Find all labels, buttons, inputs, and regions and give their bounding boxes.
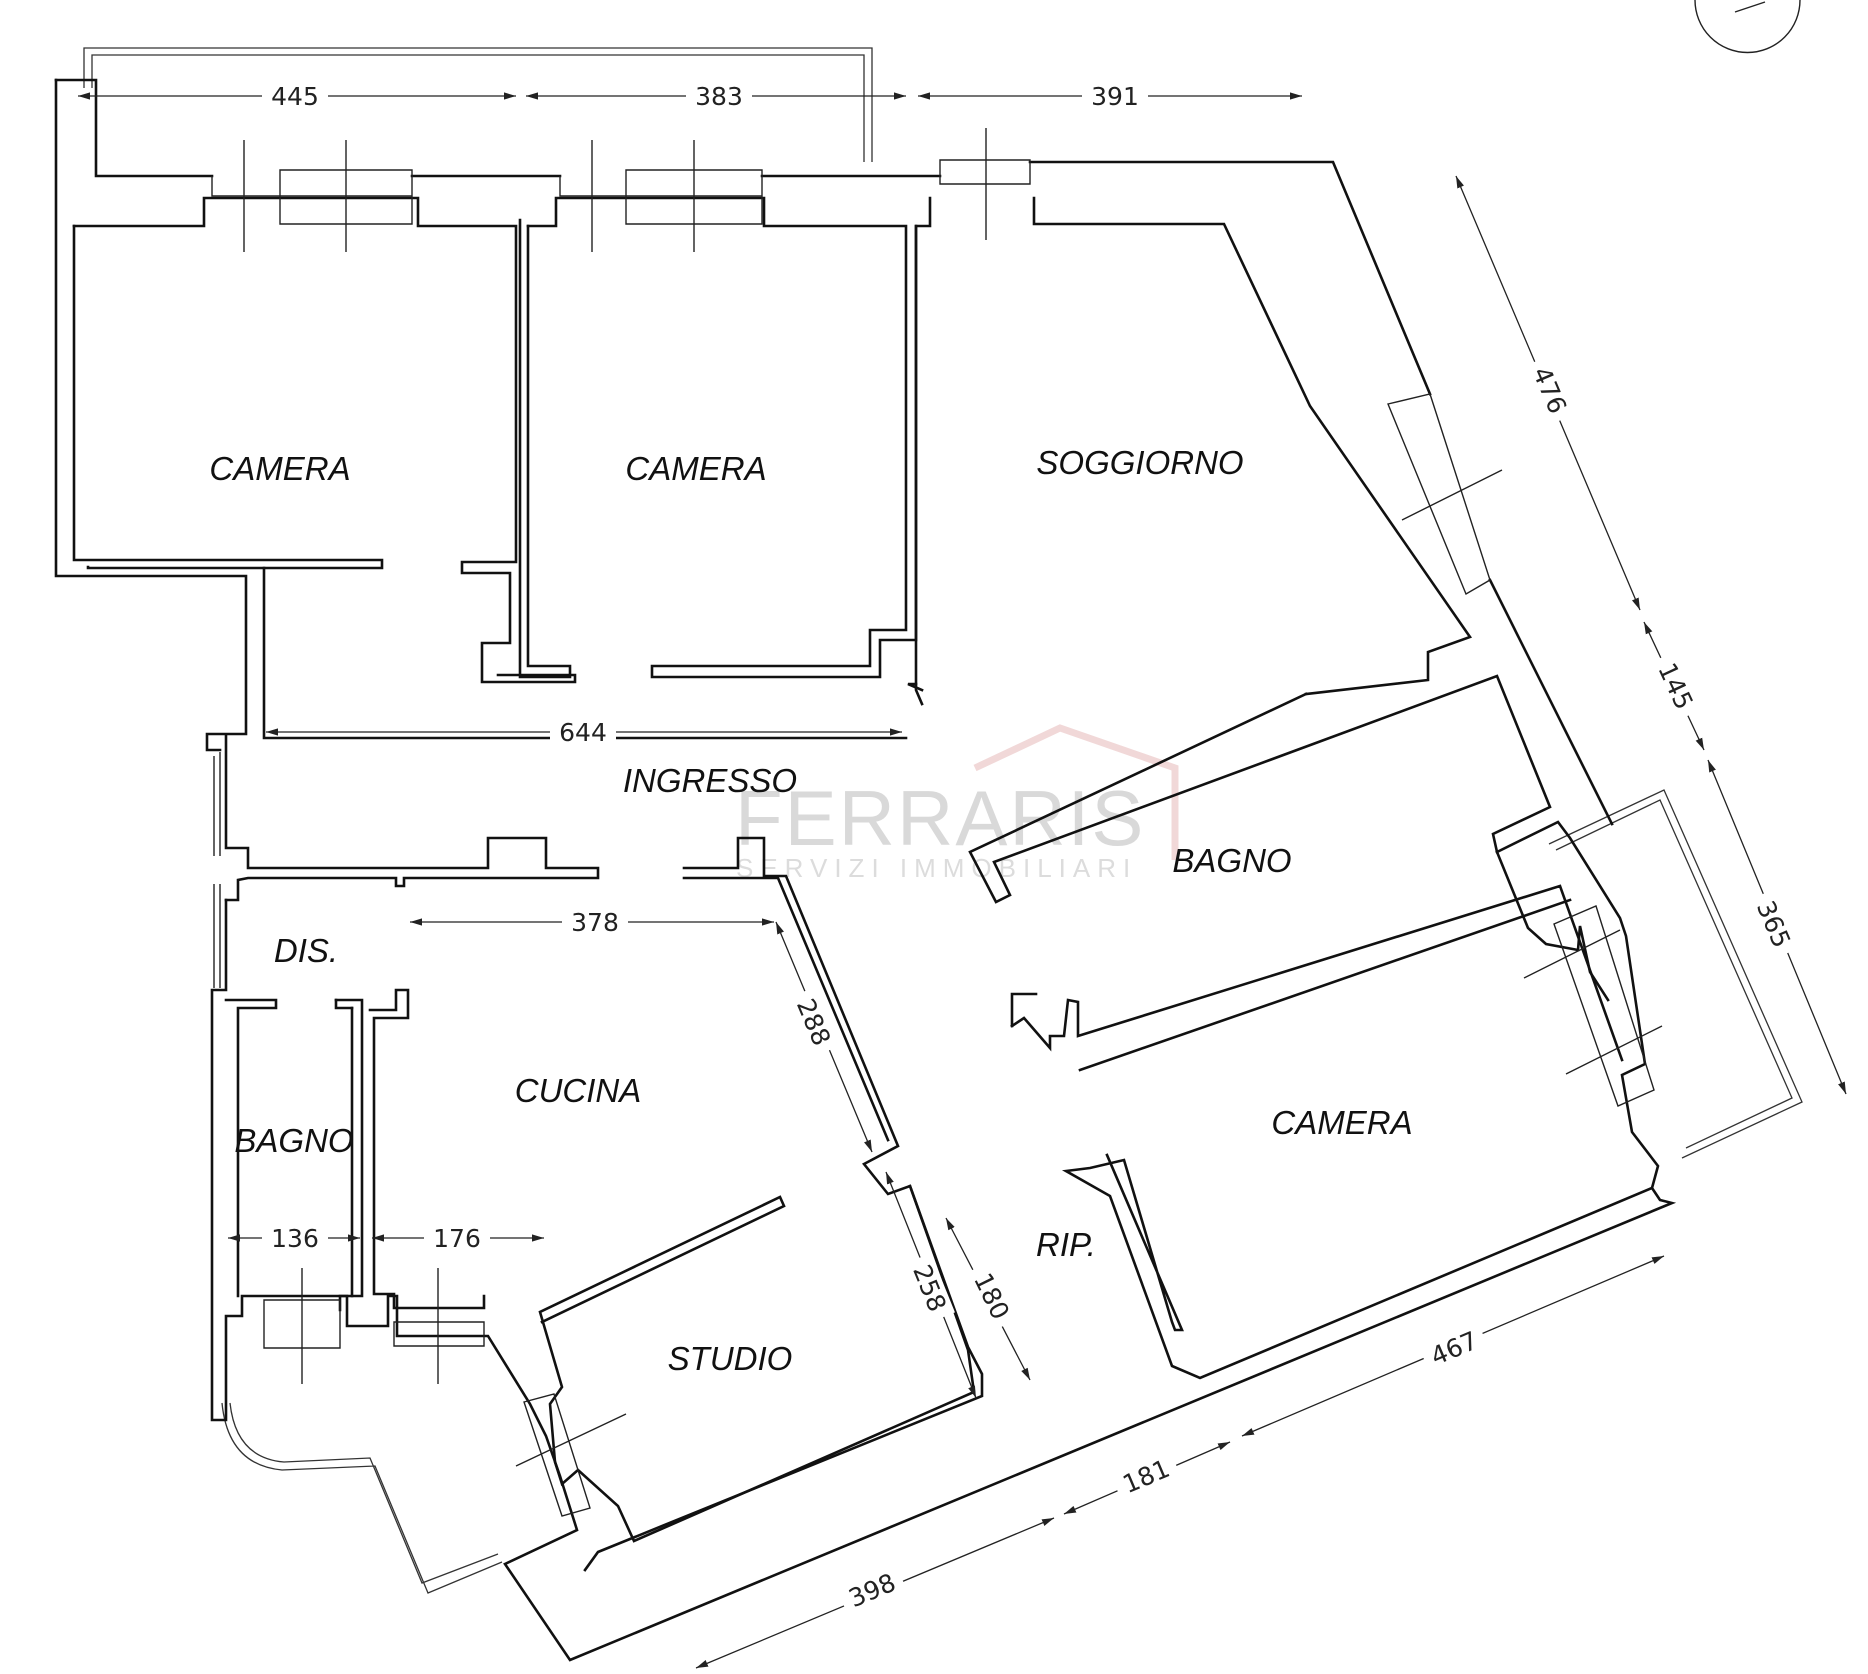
room-label-studio: STUDIO: [668, 1340, 793, 1377]
walls: [54, 78, 1677, 1662]
room-label-camera-2: CAMERA: [625, 450, 766, 487]
room-label-camera-1: CAMERA: [209, 450, 350, 487]
dim-label-383: 383: [695, 82, 743, 111]
room-label-bagno-2: BAGNO: [234, 1122, 353, 1159]
dim-label-176: 176: [433, 1224, 481, 1253]
room-label-rip: RIP.: [1036, 1226, 1096, 1263]
room-label-soggiorno: SOGGIORNO: [1036, 444, 1243, 481]
room-label-camera-3: CAMERA: [1271, 1104, 1412, 1141]
dim-label-445: 445: [271, 82, 319, 111]
compass-icon: [1694, 0, 1801, 54]
room-label-bagno-1: BAGNO: [1172, 842, 1291, 879]
room-label-ingresso: INGRESSO: [623, 762, 797, 799]
watermark-tagline: SERVIZI IMMOBILIARI: [736, 853, 1137, 883]
watermark: FERRARIS SERVIZI IMMOBILIARI: [735, 724, 1179, 883]
watermark-name: FERRARIS: [735, 774, 1145, 862]
room-label-dis: DIS.: [274, 932, 338, 969]
dim-label-378: 378: [571, 908, 619, 937]
dim-label-136: 136: [271, 1224, 319, 1253]
room-labels: CAMERA CAMERA SOGGIORNO INGRESSO BAGNO D…: [209, 444, 1412, 1377]
watermark-house-icon: [973, 724, 1179, 860]
dim-label-258: 258: [907, 1261, 952, 1316]
dim-label-391: 391: [1091, 82, 1139, 111]
room-label-cucina: CUCINA: [515, 1072, 642, 1109]
dim-label-644: 644: [559, 718, 607, 747]
dimension-labels: 445 383 391 476 145 365 644 378 288 258 …: [262, 82, 1800, 1616]
